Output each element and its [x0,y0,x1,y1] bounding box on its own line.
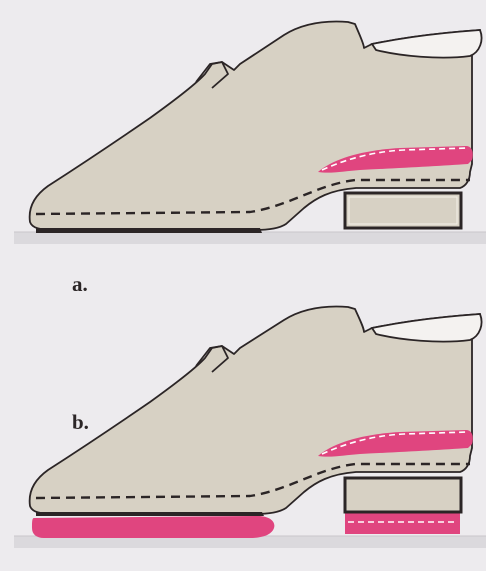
panel-a-floor-line [14,232,486,244]
panel-b-pink-sole [32,516,274,538]
panel-a-heel [345,193,461,228]
panel-b-label: b. [72,412,89,433]
panel-b-collar [372,314,482,342]
panel-b-heel-lift [345,512,460,534]
panel-a-label: a. [72,274,88,295]
panel-b-outsole [36,512,264,516]
panel-a-shoe [14,22,486,244]
panel-a-collar [372,30,482,58]
panel-a-outsole [36,228,262,233]
panel-b-heel [345,478,461,512]
